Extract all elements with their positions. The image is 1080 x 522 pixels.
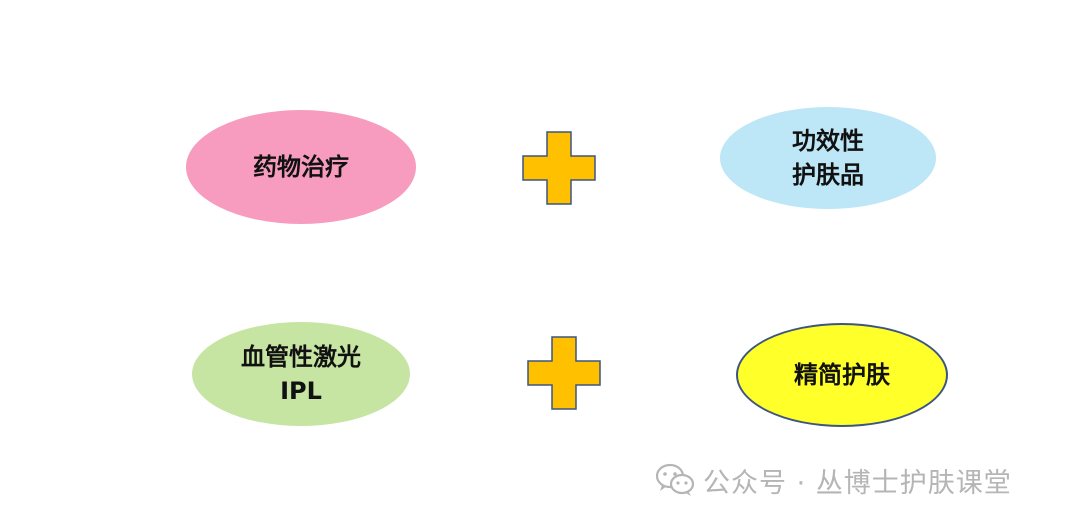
node-label-line-1: 血管性激光 — [241, 343, 361, 371]
plus-icon — [527, 336, 601, 410]
wechat-icon — [655, 463, 695, 496]
node-label-line-2: IPL — [280, 377, 322, 405]
simplified-skincare-node: 精简护肤 — [736, 323, 948, 427]
node-label: 药物治疗 — [253, 153, 349, 181]
watermark: 公众号 · 丛博士护肤课堂 — [655, 462, 1012, 499]
vascular-laser-ipl-node: 血管性激光 IPL — [192, 322, 410, 426]
node-label: 精简护肤 — [794, 361, 890, 389]
drug-therapy-node: 药物治疗 — [186, 110, 416, 224]
node-label-line-2: 护肤品 — [792, 161, 864, 189]
functional-skincare-node: 功效性 护肤品 — [720, 107, 936, 209]
plus-icon — [522, 131, 596, 205]
watermark-text: 公众号 · 丛博士护肤课堂 — [703, 467, 1012, 499]
node-label-line-1: 功效性 — [792, 127, 864, 155]
